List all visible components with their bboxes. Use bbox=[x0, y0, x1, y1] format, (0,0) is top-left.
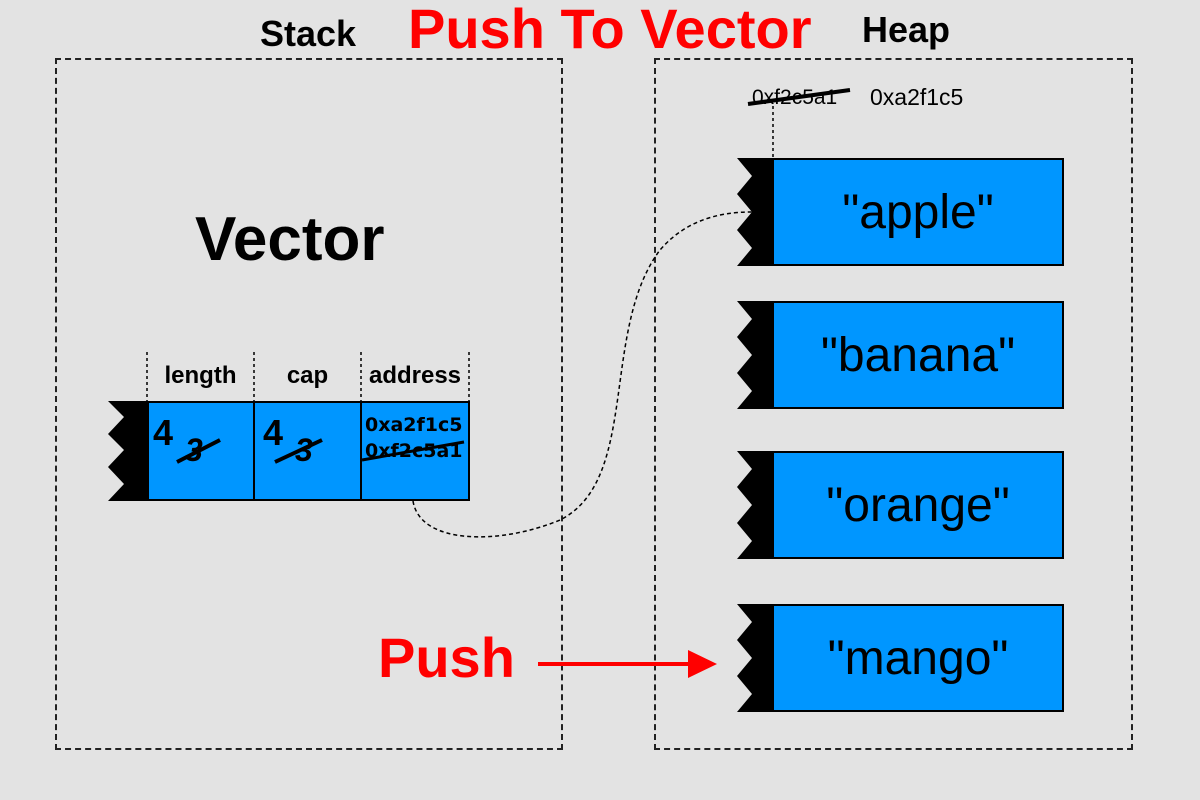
length-column-header: length bbox=[164, 362, 237, 389]
heap-item-apple: "apple" bbox=[772, 158, 1064, 266]
length-old-value: 3 bbox=[185, 432, 203, 468]
heap-item-banana: "banana" bbox=[772, 301, 1064, 409]
heap-item-mango: "mango" bbox=[772, 604, 1064, 712]
address-column-header: address bbox=[368, 362, 462, 389]
diagram-title: Push To Vector bbox=[408, 0, 812, 60]
push-label: Push bbox=[378, 626, 515, 689]
stack-label: Stack bbox=[260, 13, 357, 54]
heap-old-address: 0xf2c5a1 bbox=[752, 86, 838, 109]
cap-old-value: 3 bbox=[295, 432, 313, 468]
cap-new-value: 4 bbox=[263, 412, 284, 453]
heap-item-orange: "orange" bbox=[772, 451, 1064, 559]
heap-new-address: 0xa2f1c5 bbox=[870, 84, 964, 110]
address-old-value: 0xf2c5a1 bbox=[365, 440, 463, 462]
cap-column-header: cap bbox=[286, 362, 329, 389]
vector-title: Vector bbox=[195, 205, 385, 274]
heap-label: Heap bbox=[862, 9, 951, 50]
address-new-value: 0xa2f1c5 bbox=[365, 414, 463, 436]
length-new-value: 4 bbox=[153, 412, 174, 453]
